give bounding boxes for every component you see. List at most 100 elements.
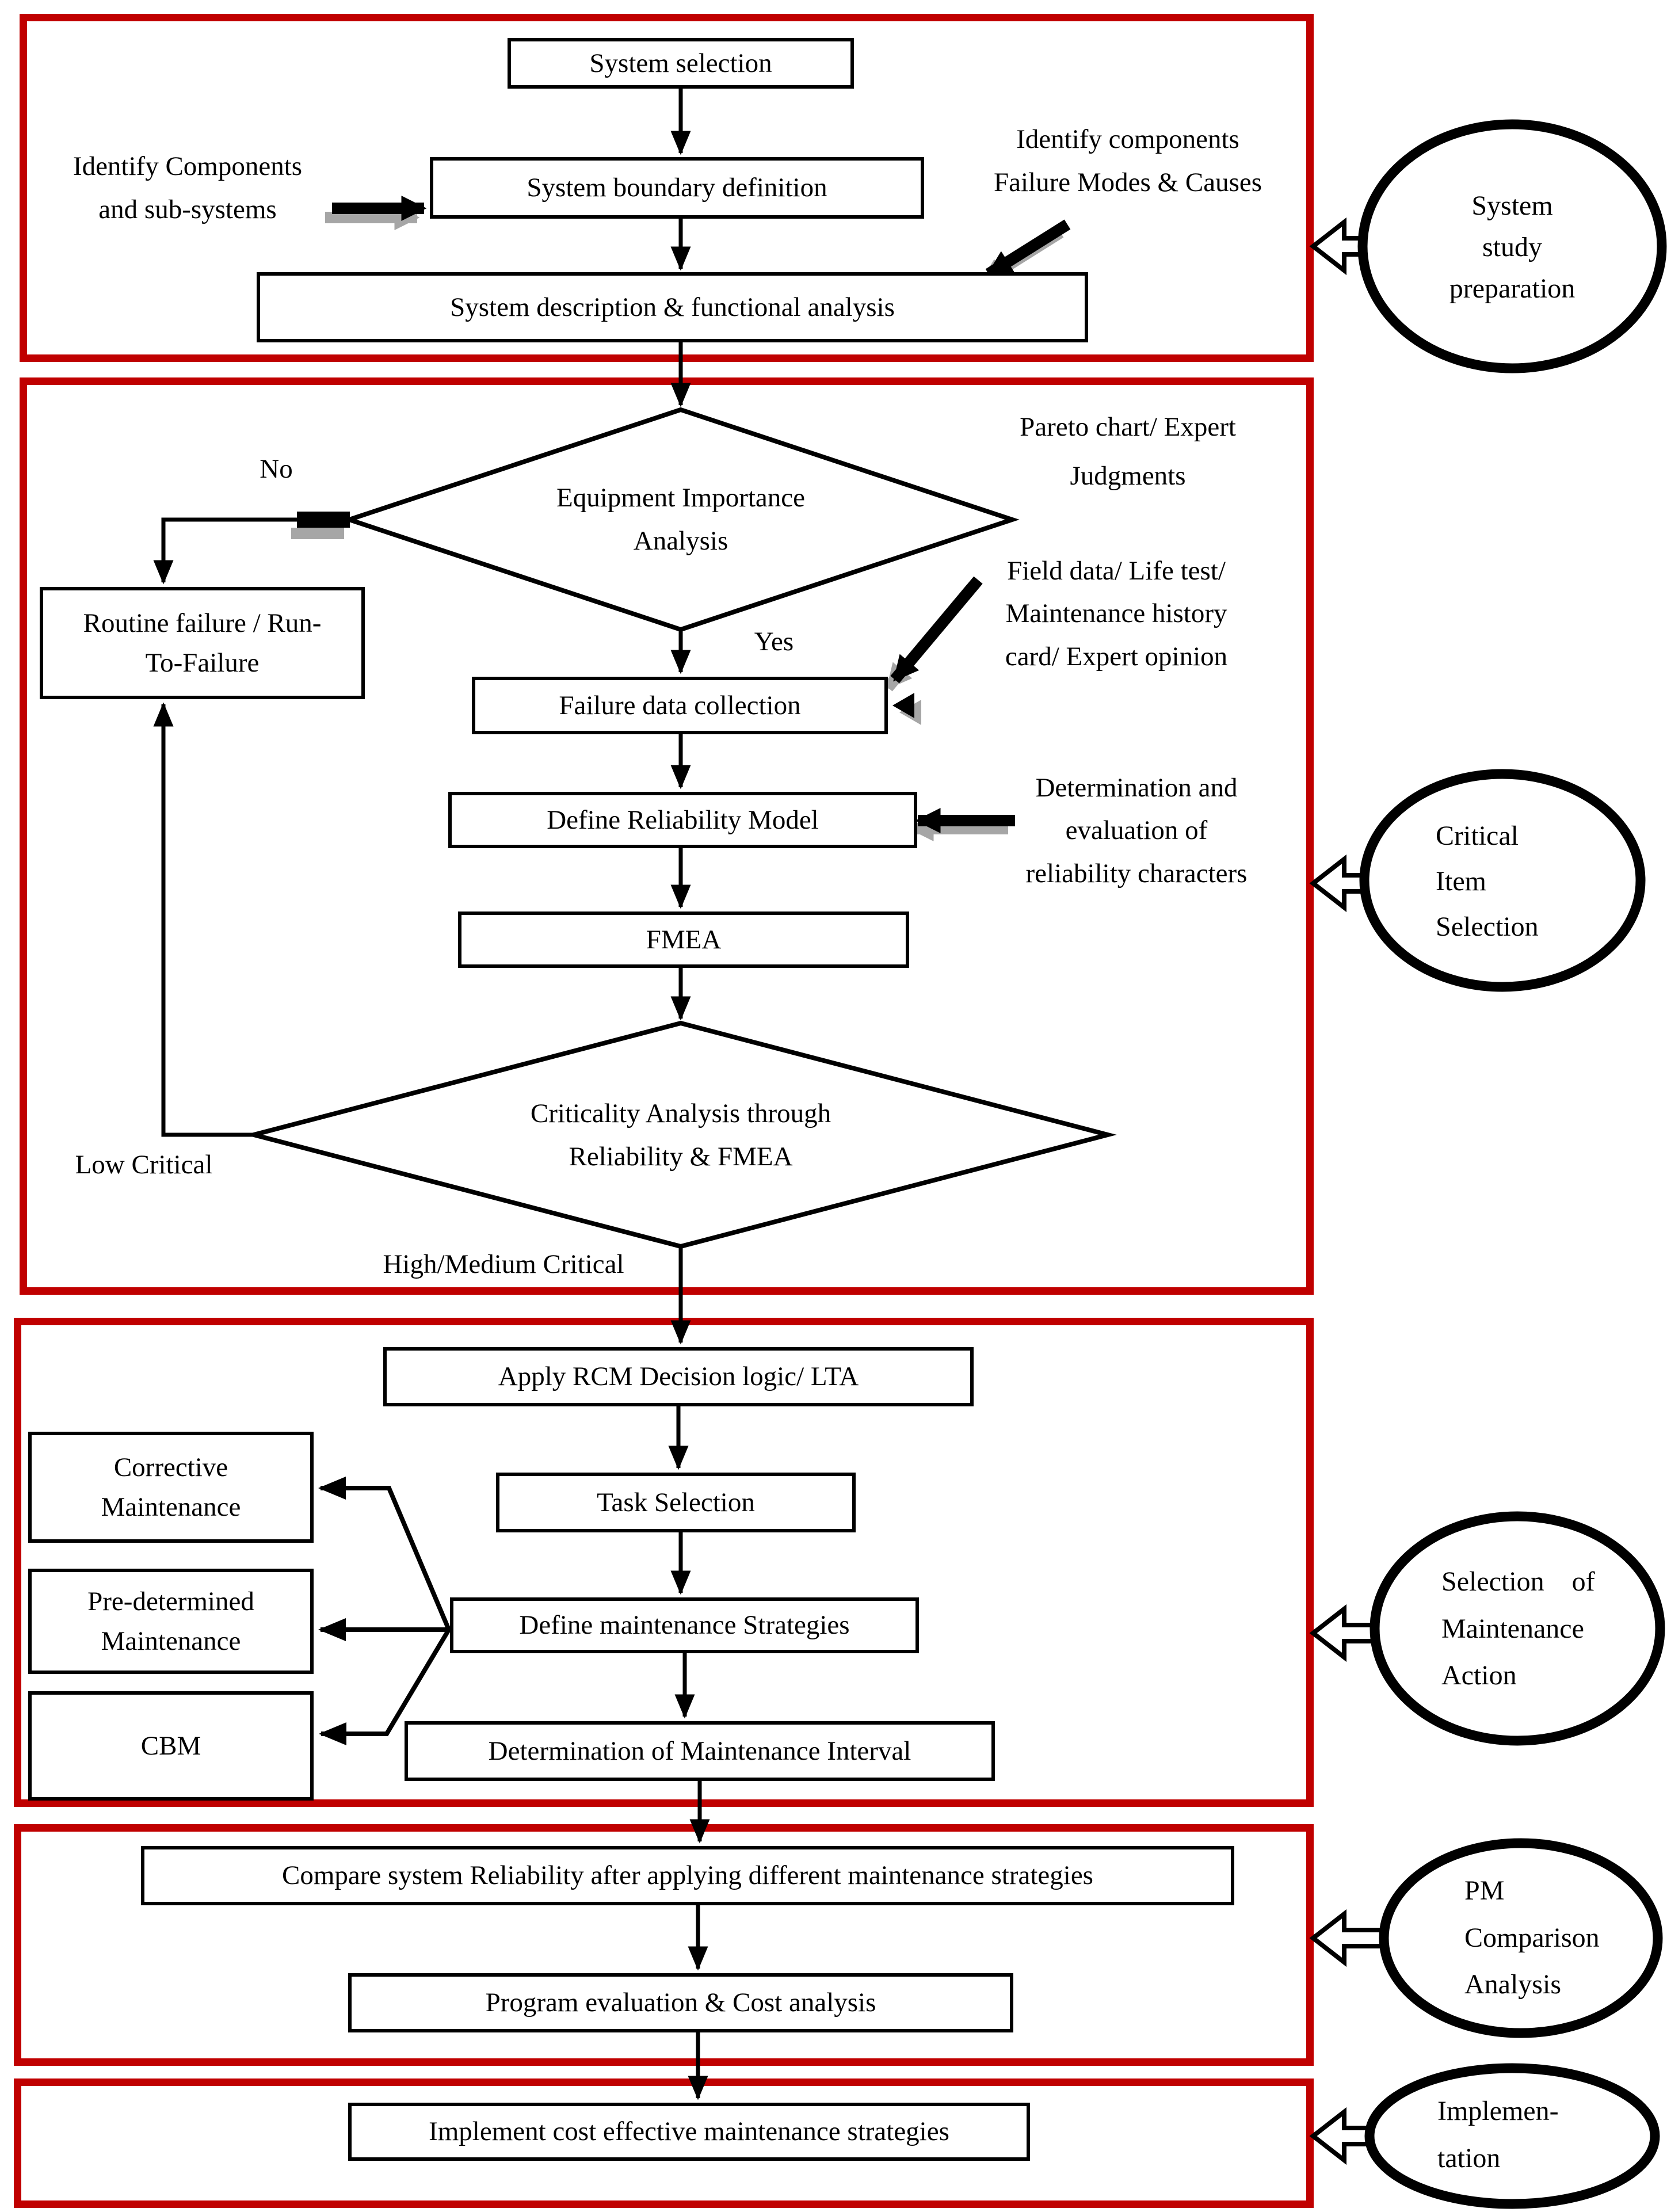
box-system-description-label: System description & functional analysis — [450, 292, 895, 322]
box-corrective-line1: Corrective — [113, 1452, 228, 1483]
note-determination-line1: Determination and — [1035, 773, 1238, 803]
ellipse-label-selection-action: Selection of Maintenance Action — [1441, 1558, 1637, 1699]
box-maintenance-interval: Determination of Maintenance Interval — [405, 1721, 995, 1781]
note-identify-components: Identify Components and sub-systems — [38, 145, 337, 231]
no-branch-bold-stub — [297, 512, 350, 528]
box-failure-data-collection: Failure data collection — [472, 677, 888, 734]
ellipse-implementation — [1364, 2063, 1660, 2209]
diamond-importance-line1: Equipment Importance — [556, 483, 805, 513]
stage5-frame — [14, 2078, 1314, 2208]
ellipse-label-pm-comparison: PM Comparison Analysis — [1464, 1867, 1654, 2008]
ellipse-pm-comparison-line2: Comparison — [1464, 1922, 1600, 1953]
ellipse-pm-comparison-line1: PM — [1464, 1875, 1505, 1906]
note-field-data-line2: Maintenance history — [1005, 598, 1227, 629]
ellipse-system-study-preparation — [1357, 119, 1667, 373]
box-routine-failure-line2: To-Failure — [145, 647, 260, 678]
label-high-medium-text: High/Medium Critical — [383, 1249, 624, 1279]
note-determination-line2: evaluation of — [1065, 815, 1208, 846]
box-task-selection: Task Selection — [496, 1473, 856, 1532]
box-apply-rcm: Apply RCM Decision logic/ LTA — [383, 1347, 974, 1406]
stage4-frame — [14, 1824, 1314, 2066]
box-fmea: FMEA — [458, 912, 909, 968]
box-cbm-label: CBM — [140, 1730, 201, 1761]
box-system-boundary: System boundary definition — [430, 157, 924, 219]
box-define-reliability-label: Define Reliability Model — [547, 804, 819, 835]
box-define-strategies-label: Define maintenance Strategies — [519, 1610, 850, 1641]
ellipse-selection-action-line1: Selection of — [1441, 1566, 1595, 1597]
box-routine-failure-line1: Routine failure / Run- — [83, 608, 322, 639]
no-branch-bold-stub-shadow — [291, 528, 344, 539]
note-field-data-line1: Field data/ Life test/ — [1007, 556, 1226, 586]
box-task-selection-label: Task Selection — [597, 1487, 755, 1517]
note-determination-line3: reliability characters — [1025, 858, 1248, 888]
box-implement-strategies-label: Implement cost effective maintenance str… — [429, 2116, 949, 2147]
ellipse-critical-item-line3: Selection — [1436, 912, 1539, 943]
diamond-importance-label: Equipment Importance Analysis — [465, 476, 897, 563]
note-determination: Determination and evaluation of reliabil… — [952, 766, 1321, 895]
box-program-evaluation-label: Program evaluation & Cost analysis — [485, 1988, 876, 2018]
ellipse-implementation-line1: Implemen- — [1437, 2096, 1559, 2126]
note-identify-failure-modes: Identify components Failure Modes & Caus… — [944, 118, 1312, 204]
label-yes: Yes — [716, 620, 831, 663]
note-identify-failure-line2: Failure Modes & Causes — [993, 167, 1262, 198]
small-arrowhead-failure-data — [892, 693, 914, 718]
box-compare-reliability-label: Compare system Reliability after applyin… — [282, 1860, 1093, 1891]
ellipse-system-study-line3: preparation — [1449, 273, 1576, 304]
ellipse-pm-comparison-analysis — [1379, 1838, 1663, 2038]
ellipse-critical-item-line1: Critical — [1436, 821, 1519, 851]
box-define-strategies: Define maintenance Strategies — [450, 1597, 919, 1653]
box-fmea-label: FMEA — [646, 924, 722, 955]
box-predetermined-line2: Maintenance — [101, 1626, 241, 1656]
diamond-criticality-label: Criticality Analysis through Reliability… — [393, 1092, 968, 1179]
box-system-boundary-label: System boundary definition — [527, 173, 827, 203]
arrow-to-cbm — [319, 1628, 451, 1745]
box-maintenance-interval-label: Determination of Maintenance Interval — [488, 1736, 911, 1766]
box-compare-reliability: Compare system Reliability after applyin… — [141, 1846, 1234, 1905]
note-pareto: Pareto chart/ Expert Judgments — [955, 403, 1300, 500]
label-yes-text: Yes — [754, 627, 794, 657]
ellipse-label-implementation: Implemen- tation — [1437, 2088, 1633, 2182]
box-cbm: CBM — [28, 1691, 314, 1801]
box-failure-data-label: Failure data collection — [559, 690, 801, 720]
note-pareto-line1: Pareto chart/ Expert — [1020, 412, 1236, 442]
label-no: No — [219, 448, 334, 491]
box-system-selection-label: System selection — [589, 48, 772, 78]
stage2-frame — [20, 377, 1314, 1295]
box-define-reliability-model: Define Reliability Model — [448, 792, 917, 848]
box-corrective-line2: Maintenance — [101, 1492, 241, 1522]
note-field-data-line3: card/ Expert opinion — [1005, 641, 1228, 672]
box-predetermined-line1: Pre-determined — [87, 1586, 254, 1617]
ellipse-critical-item-line2: Item — [1436, 866, 1486, 897]
box-corrective-maintenance: Corrective Maintenance — [28, 1432, 314, 1543]
box-apply-rcm-label: Apply RCM Decision logic/ LTA — [498, 1361, 859, 1392]
diamond-criticality-line1: Criticality Analysis through — [530, 1099, 831, 1128]
stage3-frame — [14, 1318, 1314, 1807]
ellipse-label-system-study: System study preparation — [1403, 185, 1622, 310]
arrow-to-corrective — [318, 1477, 451, 1631]
note-identify-components-line1: Identify Components — [73, 151, 303, 181]
note-identify-components-line2: and sub-systems — [98, 194, 277, 225]
note-pareto-line2: Judgments — [1070, 460, 1186, 491]
label-low-critical: Low Critical — [55, 1143, 233, 1187]
ellipse-implementation-line2: tation — [1437, 2142, 1501, 2173]
label-no-text: No — [260, 454, 293, 484]
box-system-description: System description & functional analysis — [257, 272, 1088, 342]
arrow-low-critical-feedback — [153, 702, 254, 1137]
stage1-frame — [20, 14, 1314, 362]
box-implement-strategies: Implement cost effective maintenance str… — [348, 2103, 1030, 2161]
ellipse-system-study-line1: System — [1471, 190, 1553, 221]
ellipse-critical-item-selection — [1359, 769, 1646, 992]
ellipse-selection-maintenance-action — [1370, 1511, 1665, 1746]
box-predetermined-maintenance: Pre-determined Maintenance — [28, 1569, 314, 1674]
diamond-equipment-importance — [342, 407, 1020, 632]
label-high-medium-critical: High/Medium Critical — [357, 1243, 650, 1286]
arrow-no-branch — [153, 517, 349, 585]
bold-arrow-field-data — [890, 576, 983, 684]
box-routine-failure: Routine failure / Run- To-Failure — [40, 587, 365, 699]
ellipse-selection-action-line3: Action — [1441, 1660, 1517, 1691]
note-field-data: Field data/ Life test/ Maintenance histo… — [944, 550, 1289, 678]
diamond-criticality-line2: Reliability & FMEA — [569, 1142, 793, 1172]
note-identify-failure-line1: Identify components — [1016, 124, 1239, 154]
